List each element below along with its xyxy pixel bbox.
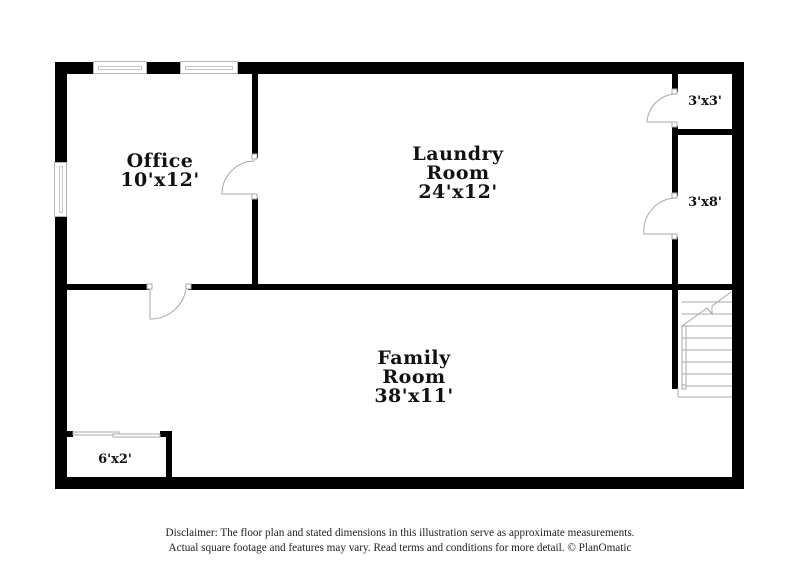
wall-closets-top xyxy=(672,74,678,92)
wall-closet-small-stub-left xyxy=(67,431,73,437)
wall-mid-right xyxy=(188,284,678,290)
window-top-2 xyxy=(180,61,238,74)
outer-wall-right xyxy=(732,62,744,489)
wall-mid-closet xyxy=(678,284,732,290)
room-name: Laundry xyxy=(412,143,504,165)
door-closet-3x3[interactable] xyxy=(646,88,678,128)
room-dimensions: 6'x2' xyxy=(98,452,132,467)
door-closet-3x8[interactable] xyxy=(643,192,678,240)
room-dimensions: 3'x3' xyxy=(688,94,722,109)
room-label-office: Office 10'x12' xyxy=(100,152,220,190)
window-left xyxy=(54,162,67,217)
room-label-family: Family Room 38'x11' xyxy=(339,349,489,406)
room-label-closet-6x2: 6'x2' xyxy=(85,453,145,466)
wall-closets-low xyxy=(672,237,678,389)
room-name-line2: Room xyxy=(382,366,446,388)
wall-mid-left xyxy=(67,284,149,290)
room-label-closet-3x3: 3'x3' xyxy=(680,95,730,108)
wall-closet-small-right xyxy=(166,431,172,477)
room-dimensions: 10'x12' xyxy=(120,169,200,191)
stairs-icon xyxy=(677,291,732,398)
room-name-line2: Room xyxy=(426,162,490,184)
outer-wall-bottom xyxy=(55,477,744,489)
wall-office-laundry-upper xyxy=(252,74,258,158)
room-name: Family xyxy=(377,347,451,369)
disclaimer-line-1: Disclaimer: The floor plan and stated di… xyxy=(165,527,635,539)
disclaimer: Disclaimer: The floor plan and stated di… xyxy=(0,526,800,556)
room-dimensions: 3'x8' xyxy=(688,195,722,210)
room-label-closet-3x8: 3'x8' xyxy=(680,196,730,209)
room-dimensions: 38'x11' xyxy=(374,385,454,407)
disclaimer-line-2: Actual square footage and features may v… xyxy=(168,542,632,554)
sliding-door-closet-6x2[interactable] xyxy=(72,431,161,438)
wall-closet-divider xyxy=(678,129,732,135)
window-top-1 xyxy=(93,61,147,74)
wall-office-laundry-lower xyxy=(252,198,258,286)
room-name: Office xyxy=(126,150,194,172)
wall-closets-mid xyxy=(672,126,678,196)
door-office-laundry[interactable] xyxy=(221,153,258,200)
door-office-family[interactable] xyxy=(146,283,192,320)
room-dimensions: 24'x12' xyxy=(418,181,498,203)
room-label-laundry: Laundry Room 24'x12' xyxy=(383,145,533,202)
